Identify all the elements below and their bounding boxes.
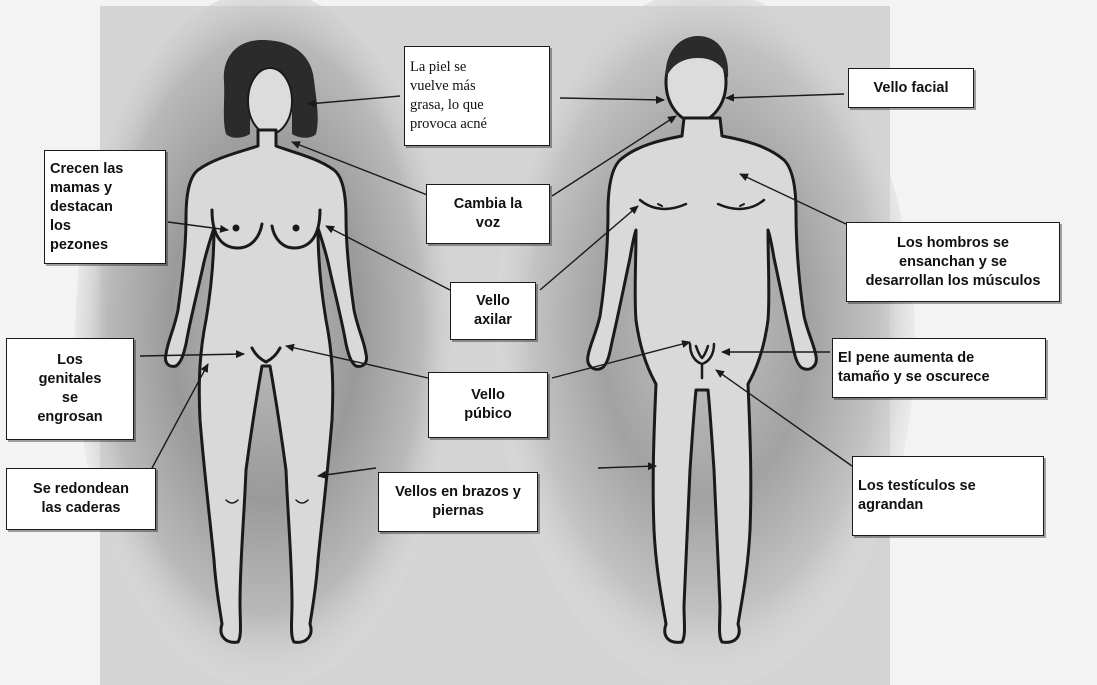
female-nipple-left	[233, 225, 240, 232]
label-hips: Se redondean las caderas	[6, 468, 156, 530]
label-skin: La piel se vuelve más grasa, lo que prov…	[404, 46, 550, 146]
label-facial-hair: Vello facial	[848, 68, 974, 108]
female-face	[248, 68, 292, 134]
label-axillary: Vello axilar	[450, 282, 536, 340]
label-breasts: Crecen las mamas y destacan los pezones	[44, 150, 166, 264]
label-testicles: Los testículos se agrandan	[852, 456, 1044, 536]
label-genitals: Los genitales se engrosan	[6, 338, 134, 440]
label-shoulders: Los hombros se ensanchan y se desarrolla…	[846, 222, 1060, 302]
female-nipple-right	[293, 225, 300, 232]
label-pubic: Vello púbico	[428, 372, 548, 438]
label-limbs: Vellos en brazos y piernas	[378, 472, 538, 532]
label-penis: El pene aumenta de tamaño y se oscurece	[832, 338, 1046, 398]
label-voice: Cambia la voz	[426, 184, 550, 244]
